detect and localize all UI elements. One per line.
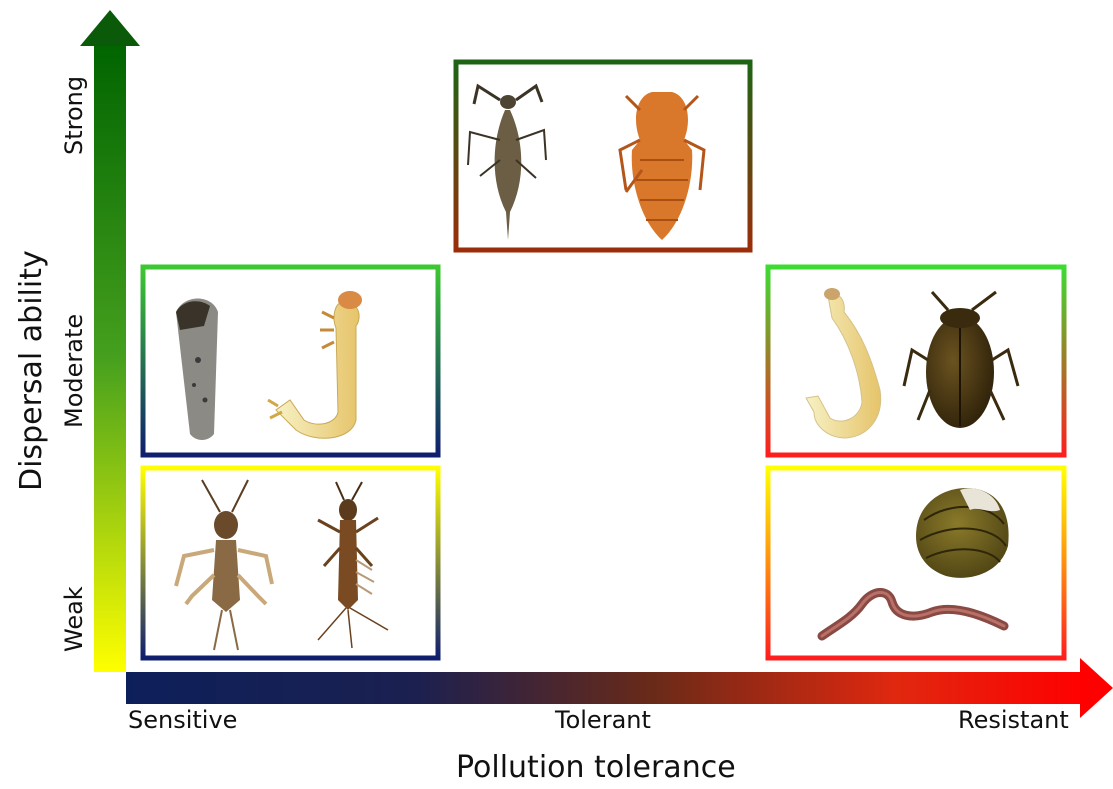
x-level-tolerant: Tolerant <box>555 706 651 734</box>
group-strong-tolerant <box>456 62 750 250</box>
y-axis-title: Dispersal ability <box>14 250 49 491</box>
group-moderate-resistant <box>768 267 1064 455</box>
x-level-resistant: Resistant <box>958 706 1069 734</box>
group-moderate-sensitive <box>143 267 438 455</box>
y-level-weak: Weak <box>60 586 88 652</box>
group-weak-resistant <box>768 468 1064 658</box>
group-weak-sensitive <box>143 468 438 658</box>
x-level-sensitive: Sensitive <box>128 706 237 734</box>
y-level-strong: Strong <box>60 76 88 155</box>
x-axis-title: Pollution tolerance <box>456 750 736 785</box>
y-level-moderate: Moderate <box>60 314 88 428</box>
dispersal-axis-arrow <box>80 10 140 672</box>
